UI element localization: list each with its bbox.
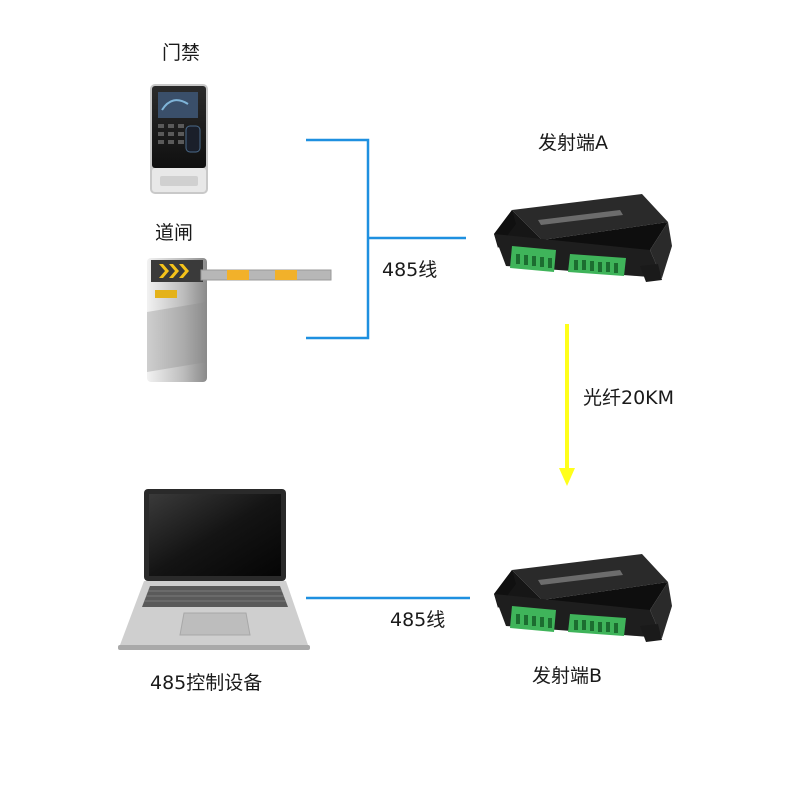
cable-label-bottom: 485线 (390, 609, 445, 631)
transmitter-b-label: 发射端B (532, 665, 602, 687)
laptop-controller (112, 485, 312, 655)
cable-label-top: 485线 (382, 259, 437, 281)
barrier-gate-label: 道闸 (155, 222, 193, 244)
fiber-link-label: 光纤20KM (583, 387, 674, 409)
transmitter-a-label: 发射端A (538, 132, 608, 154)
fiber-arrow (559, 324, 575, 486)
fiber-transceiver-b (490, 548, 675, 648)
controller-label: 485控制设备 (150, 672, 262, 694)
barrier-gate-device (145, 252, 335, 384)
access-control-device (140, 80, 216, 198)
fiber-transceiver-a (490, 188, 675, 288)
access-control-label: 门禁 (162, 42, 200, 64)
